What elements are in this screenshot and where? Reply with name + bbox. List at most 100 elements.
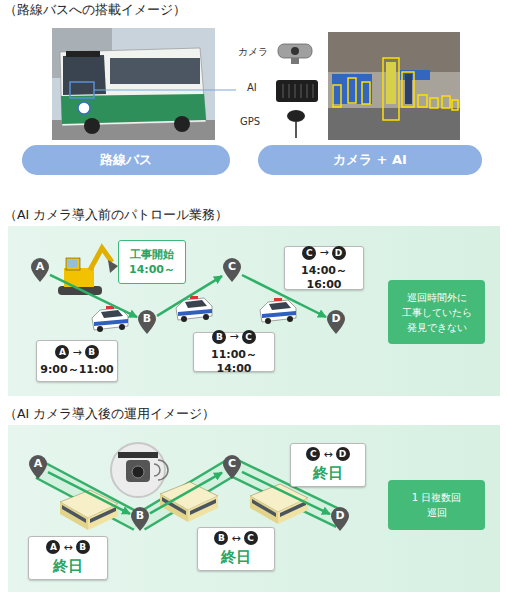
point-letter: B xyxy=(212,330,226,344)
schedule-box: B→ C 11:00～14:00 xyxy=(193,332,275,372)
time-text: 11:00～14:00 xyxy=(194,347,274,375)
detection-boxes xyxy=(333,58,458,120)
point-letter: C xyxy=(244,531,258,545)
location-pin: B xyxy=(130,506,150,532)
section-heading: （AI カメラ導入後の運用イメージ） xyxy=(4,406,215,423)
detection-box xyxy=(430,98,438,108)
pin-letter: A xyxy=(28,454,48,474)
caption-text: 路線バス xyxy=(100,151,152,169)
route-arrow xyxy=(242,275,326,317)
route-arrow xyxy=(48,472,130,514)
caption-text: カメラ + AI xyxy=(333,151,407,169)
point-letter: B xyxy=(85,345,99,359)
leader-line xyxy=(94,89,236,90)
bus-wheel xyxy=(174,116,190,132)
route-arrow: ↔ xyxy=(323,448,332,461)
time-text: 終日 xyxy=(198,548,274,567)
route-arrow xyxy=(150,473,222,514)
pin-outline xyxy=(331,507,349,531)
point-letter: C xyxy=(302,246,316,260)
pin-outline xyxy=(223,258,241,282)
route-arrow xyxy=(50,275,137,317)
route-arrow: → xyxy=(229,330,238,343)
caption-pill: 路線バス xyxy=(22,145,230,175)
section-heading: （AI カメラ導入前のパトロール業務） xyxy=(4,207,228,224)
point-letter: C xyxy=(306,447,320,461)
photo-road xyxy=(328,108,460,140)
bus-stripe xyxy=(61,94,206,124)
section-heading: （路線バスへの搭載イメージ） xyxy=(4,2,186,19)
schedule-box: A↔B終日 xyxy=(28,536,108,580)
route-arrow: ↔ xyxy=(231,532,240,545)
ai-box-icon xyxy=(276,80,318,102)
route-arrow xyxy=(242,472,330,514)
part-label: GPS xyxy=(240,116,260,127)
photo-street xyxy=(328,32,460,140)
point-letter: A xyxy=(46,540,60,554)
location-pin: B xyxy=(137,309,157,335)
point-letter: D xyxy=(332,246,346,260)
pin-letter: D xyxy=(330,506,350,526)
route-arrow: → xyxy=(72,346,81,359)
route-arrow: → xyxy=(319,246,328,259)
bus-sign xyxy=(66,51,100,57)
schedule-box: A→B9:00～11:00 xyxy=(36,340,118,382)
pin-outline xyxy=(327,310,345,334)
ai-box-fins xyxy=(283,84,313,98)
webcam-base xyxy=(291,58,299,64)
caption-pill: カメラ + AI xyxy=(258,145,482,175)
pin-letter: D xyxy=(326,309,346,329)
bus-wheel xyxy=(84,118,100,134)
bus-windows xyxy=(110,58,200,84)
photo-ground xyxy=(52,120,215,140)
point-letter: D xyxy=(336,447,350,461)
time-text: 14:00～16:00 xyxy=(285,263,363,291)
detection-box xyxy=(442,96,450,108)
location-pin: D xyxy=(330,506,350,532)
note-text: 巡回時間外に 工事していたら 発見できない xyxy=(394,290,479,335)
section-panel: （AI カメラ導入前のパトロール業務）ABCD工事開始14:00～A→B9:00… xyxy=(8,226,500,396)
location-pin: C xyxy=(222,257,242,283)
pin-letter: B xyxy=(130,506,150,526)
part-label: AI xyxy=(247,82,257,93)
schedule-box: C↔ D 終日 xyxy=(290,443,366,487)
schedule-box: B↔ C 終日 xyxy=(197,527,275,571)
bus-body xyxy=(60,48,206,126)
location-pin: A xyxy=(30,257,50,283)
note-text: 1 日複数回 巡回 xyxy=(406,490,467,520)
route-arrow xyxy=(157,276,222,316)
pin-letter: A xyxy=(30,257,50,277)
pin-outline xyxy=(223,455,241,479)
route-arrow: ↔ xyxy=(63,541,72,554)
gps-icon xyxy=(287,110,305,122)
photo-sky xyxy=(52,28,215,140)
callout-box: 工事開始14:00～ xyxy=(118,240,186,284)
detection-box xyxy=(402,72,414,107)
point-letter: A xyxy=(55,345,69,359)
photo-building xyxy=(52,28,112,78)
webcam-lens xyxy=(291,47,299,55)
pin-outline xyxy=(31,258,49,282)
time-text: 終日 xyxy=(291,464,365,483)
location-pin: A xyxy=(28,454,48,480)
point-letter: B xyxy=(214,531,228,545)
pin-outline xyxy=(131,507,149,531)
section-panel: （AI カメラ導入後の運用イメージ）ABCDA↔B終日B↔C終日C↔D終日1 日… xyxy=(8,425,500,592)
gps-cable xyxy=(295,122,297,138)
bus-windshield xyxy=(63,55,106,95)
pin-outline xyxy=(29,455,47,479)
part-label: カメラ xyxy=(238,45,268,59)
bus-logo xyxy=(78,102,90,114)
detection-box xyxy=(333,85,341,107)
schedule-box: C→ D 14:00～16:00 xyxy=(284,246,364,290)
pin-outline xyxy=(138,310,156,334)
note-box: 1 日複数回 巡回 xyxy=(388,480,485,530)
detection-box xyxy=(348,78,356,103)
location-pin: C xyxy=(222,454,242,480)
location-pin: D xyxy=(326,309,346,335)
time-text: 終日 xyxy=(29,557,107,576)
time-text: 14:00～ xyxy=(129,262,175,277)
pin-letter: C xyxy=(222,257,242,277)
point-letter: C xyxy=(242,330,256,344)
